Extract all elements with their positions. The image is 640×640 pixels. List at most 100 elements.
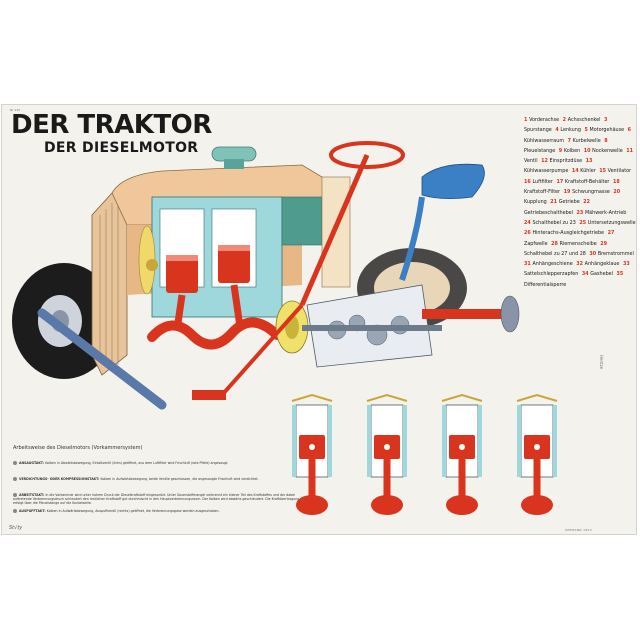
legend-item-number: 30 — [589, 250, 598, 257]
page-subtitle: DER DIESELMOTOR — [44, 140, 199, 156]
stroke-text: In die Vorkammer wird unter hohem Druck … — [13, 493, 300, 506]
page-title: DER TRAKTOR — [11, 110, 212, 140]
legend-item-number: 5 — [584, 127, 590, 134]
stroke-name: ARBEITSTAKT: — [19, 493, 46, 497]
legend-item-number: 20 — [613, 189, 621, 196]
legend-item: 2 Achsschenkel — [563, 117, 604, 123]
legend-item-number: 9 — [558, 147, 564, 154]
stroke-bullet-icon — [13, 461, 17, 465]
seat — [399, 163, 485, 281]
legend-item: 31 Anhängeschiene — [524, 261, 576, 267]
rear-axle — [422, 295, 520, 333]
legend-item-number: 22 — [583, 199, 591, 206]
legend-item-number: 7 — [567, 137, 573, 144]
legend-item: 5 Motorgehäuse — [584, 127, 627, 133]
legend-item: 19 Schwungmasse — [564, 189, 614, 195]
legend-item-number: 13 — [585, 158, 593, 165]
crankshaft — [147, 284, 282, 350]
legend-item-number: 11 — [626, 147, 634, 154]
legend-item-label: Anhängeklaue — [584, 261, 621, 268]
stroke-text: Kolben in Aufwärtsbewegung, beide Ventil… — [100, 477, 259, 481]
legend-item-number: 8 — [604, 137, 608, 144]
scheme-title: Arbeitsweise des Dieselmotors (Vorkammer… — [13, 445, 143, 451]
poster: Nr 120 DER TRAKTOR DER DIESELMOTOR — [1, 104, 637, 535]
legend-item-label: Kraftstoff-Behälter — [564, 178, 611, 185]
stroke-bullet-icon — [13, 477, 17, 481]
legend-item: 17 Kraftstoff-Behälter — [556, 179, 613, 185]
legend-item-number: 28 — [551, 240, 560, 247]
gearbox — [302, 284, 442, 368]
legend-item: 21 Getriebe — [550, 199, 583, 205]
legend-item-number: 29 — [600, 240, 608, 247]
fan — [138, 225, 158, 295]
legend-item-number: 17 — [556, 178, 565, 185]
legend-item-number: 25 — [579, 219, 588, 226]
stroke-cylinder — [291, 393, 333, 515]
legend-item-number: 3 — [604, 117, 608, 123]
stroke-cylinder — [441, 393, 483, 515]
artist-credit: Hentze — [599, 355, 604, 370]
stroke-bullet-icon — [13, 493, 17, 497]
legend-item-number: 1 — [524, 117, 530, 123]
legend-item-number: 24 — [524, 219, 533, 226]
front-axle — [37, 308, 226, 410]
legend-item: 8 Pleuelstange — [524, 138, 608, 154]
legend-item: 4 Lenkung — [555, 127, 584, 133]
legend-item-label: Achsschenkel — [567, 117, 603, 123]
legend-item-label: Getriebeschalthebel — [524, 209, 575, 216]
legend-item-number: 31 — [524, 261, 533, 268]
legend-item-number: 6 — [627, 127, 632, 134]
legend-item: 32 Anhängeklaue — [576, 261, 623, 267]
legend-item-label: Kraftstoff-Filter — [524, 189, 562, 196]
legend-item: 6 Kühlwasserraum — [524, 127, 631, 143]
legend-item: 3 Spurstange — [524, 117, 607, 133]
signature: St√ty — [9, 525, 23, 531]
legend-item-label: Kühler — [580, 168, 598, 175]
legend-item: 27 Zapfwelle — [524, 230, 614, 246]
legend-item: 24 Schalthebel zu 23 — [524, 220, 579, 226]
legend-item-number: 18 — [612, 178, 620, 185]
publisher-imprint: SPEMANN 1953 — [565, 528, 592, 532]
legend-item-label: Anhängeschiene — [532, 261, 575, 268]
steering-wheel — [220, 141, 405, 397]
legend-item: 16 Luftfilter — [524, 179, 556, 185]
legend-item-label: Kolben — [563, 147, 582, 154]
legend-item: 33 Sattelschlepperzapfen — [524, 261, 630, 277]
legend-item: 30 Bremstrommel — [589, 251, 635, 257]
legend-item-number: 15 — [599, 168, 608, 175]
legend-item-number: 34 — [581, 271, 591, 278]
legend-item-label: Kühlwasserpumpe — [524, 168, 570, 175]
legend-item-label: Schalthebel zu 27 und 28 — [524, 250, 588, 257]
legend-item-label: Hinterachs-Ausgleichgetriebe — [532, 230, 606, 237]
legend-item: 1 Vorderachse — [524, 117, 563, 123]
legend-item-label: Untersetzungswelle — [587, 219, 636, 226]
legend-item: 10 Nockenwelle — [584, 148, 627, 154]
legend-item-label: Kupplung — [524, 199, 549, 206]
legend-item-number: 33 — [622, 261, 630, 268]
legend-item-number: 4 — [555, 127, 561, 134]
stroke-text: Kolben in Aufwärtsbewegung, Auspuffventi… — [46, 509, 220, 513]
legend-item-label: Gashebel — [590, 271, 615, 278]
legend-item-label: Kühlwasserraum — [524, 137, 566, 144]
stroke-description: AUSPUFFTAKT: Kolben in Aufwärtsbewegung,… — [13, 509, 303, 513]
legend-item: 35 Differentialsperre — [524, 271, 623, 287]
legend-item-number: 19 — [563, 189, 573, 196]
legend-item: 23 Mähwerk-Antrieb — [577, 210, 629, 216]
stroke-name: VERDICHTUNGS- ODER KOMPRESSIONSTAKT: — [19, 477, 101, 481]
catalog-number: Nr 120 — [10, 108, 21, 112]
legend-item-label: Sattelschlepperzapfen — [524, 271, 580, 278]
legend-item: 18 Kraftstoff-Filter — [524, 179, 620, 195]
radiator — [91, 192, 128, 376]
legend-item-label: Differentialsperre — [524, 281, 567, 288]
legend-item-label: Getriebe — [558, 199, 582, 206]
legend-item-label: Vorderachse — [529, 117, 561, 123]
legend-item-number: 26 — [524, 230, 533, 237]
legend-item: 12 Einspritzdüse — [541, 158, 586, 164]
legend-item-number: 16 — [524, 178, 533, 185]
stroke-text: Kolben in Abwärtsbewegung, Einlaßventil … — [45, 461, 229, 465]
stroke-description: ARBEITSTAKT: In die Vorkammer wird unter… — [13, 493, 303, 506]
legend-item-number: 32 — [576, 261, 585, 268]
legend-item-number: 2 — [562, 117, 568, 123]
legend-item: 14 Kühler — [572, 168, 599, 174]
legend-item-label: Schwungmasse — [572, 189, 612, 196]
